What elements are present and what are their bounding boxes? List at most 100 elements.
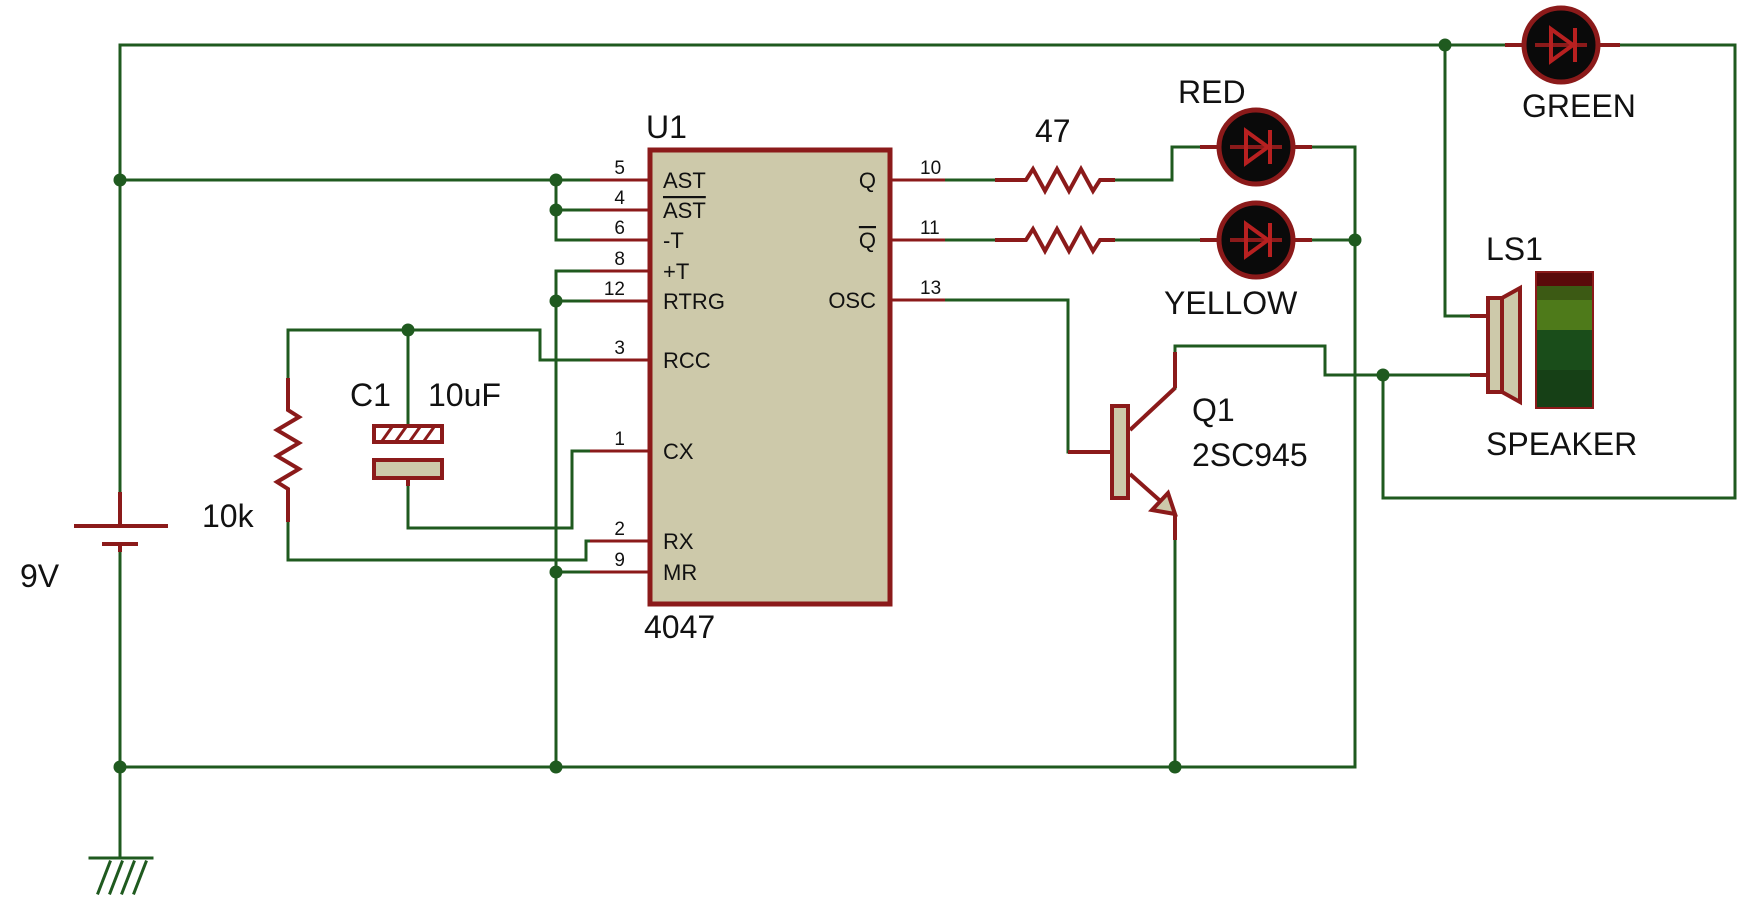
junction-dot — [1348, 233, 1362, 247]
ic-part: 4047 — [644, 609, 715, 645]
speaker-meter-segment — [1536, 286, 1593, 300]
ic-pin-number: 8 — [614, 249, 625, 270]
ic-pin-name: RCC — [663, 348, 711, 373]
ic-pin-number: 5 — [614, 158, 625, 179]
ic-pin-name: AST — [663, 168, 706, 193]
ic-pin-number: 6 — [614, 218, 625, 239]
ground-hatch — [132, 860, 148, 895]
led-triangle — [1549, 25, 1577, 65]
ic-pin-number: 10 — [920, 158, 941, 179]
rcc-wire — [286, 328, 592, 404]
led-red: RED — [1178, 74, 1312, 187]
ic-pin-name: RX — [663, 529, 694, 554]
junction-dot — [1168, 760, 1182, 774]
speaker-ls1: LS1 SPEAKER — [1470, 231, 1637, 462]
ic-pin-name: CX — [663, 439, 694, 464]
capacitor-plate-bottom — [372, 458, 444, 480]
resistor-47-qbar — [995, 224, 1115, 256]
junction-dot — [549, 173, 563, 187]
led-red-label: RED — [1178, 74, 1246, 110]
speaker-ref: LS1 — [1486, 231, 1543, 267]
led-yellow-label: YELLOW — [1164, 285, 1298, 321]
cx-wire — [406, 449, 592, 530]
ic-pin-name: +T — [663, 259, 689, 284]
capacitor-hatch — [422, 426, 436, 442]
ic-pin-name: MR — [663, 560, 697, 585]
resistor-10k-zigzag — [273, 378, 303, 522]
speaker-meter-frame — [1535, 271, 1594, 409]
capacitor-hatch — [394, 426, 408, 442]
ic-pin-number: 9 — [614, 550, 625, 571]
ic-pin-number: 3 — [614, 338, 625, 359]
capacitor-hatch — [408, 426, 422, 442]
ic-pin-name: Q — [859, 168, 876, 193]
ic-pin-number: 12 — [604, 279, 625, 300]
capacitor-hatch — [380, 426, 394, 442]
ast-tie-wire — [554, 178, 592, 242]
transistor-q1: Q1 2SC945 — [1068, 352, 1308, 540]
ic-pin-name: Q — [859, 228, 876, 253]
speaker-meter-segment — [1536, 300, 1593, 330]
transistor-ref: Q1 — [1192, 392, 1235, 428]
junction-dot — [549, 203, 563, 217]
battery-label: 9V — [20, 558, 60, 594]
led-yellow: YELLOW — [1164, 200, 1312, 321]
junction-dot — [1438, 38, 1452, 52]
ic-ref: U1 — [646, 109, 687, 145]
ic-body — [647, 147, 893, 607]
speaker-label: SPEAKER — [1486, 426, 1637, 462]
speaker-supply-wire — [1443, 43, 1472, 318]
speaker-cone — [1500, 284, 1522, 406]
osc-to-base-wire — [943, 298, 1110, 454]
junctions — [113, 38, 1452, 774]
capacitor-ref: C1 — [350, 377, 391, 413]
ic-pin-name: OSC — [828, 288, 876, 313]
battery: 9V — [20, 492, 168, 594]
ic-pin-number: 13 — [920, 278, 941, 299]
rx-wire — [286, 498, 592, 562]
resistors-47: 47 — [995, 113, 1115, 256]
resistor-47-q — [995, 164, 1115, 196]
ic-pin-number: 1 — [614, 429, 625, 450]
speaker-meter-segment — [1536, 272, 1593, 286]
ic-pin-number: 4 — [614, 188, 625, 209]
junction-dot — [549, 760, 563, 774]
ground-column-wire — [554, 269, 592, 769]
collector-wire — [1173, 344, 1472, 390]
ground-hatch — [120, 860, 136, 895]
ground-hatch — [108, 860, 124, 895]
resistor-47-label: 47 — [1035, 113, 1071, 149]
ground-symbol — [88, 856, 154, 895]
top-rail-wire — [118, 43, 1737, 500]
transistor-part: 2SC945 — [1192, 437, 1308, 473]
wires — [118, 43, 1737, 858]
transistor-base-bar — [1110, 404, 1130, 500]
ic-pin-name: -T — [663, 228, 684, 253]
led-triangle — [1244, 220, 1272, 260]
junction-dot — [113, 173, 127, 187]
speaker-level-meter — [1535, 271, 1594, 409]
capacitor-c1: C1 10uF — [350, 377, 501, 486]
speaker-meter-segment — [1536, 370, 1593, 408]
ic-pin-name: AST — [663, 198, 706, 223]
transistor-emitter-arrow — [1147, 489, 1178, 517]
junction-dot — [401, 323, 415, 337]
ic-pin-number: 11 — [920, 218, 940, 239]
led-green: GREEN — [1505, 5, 1636, 124]
speaker-meter-segment — [1536, 330, 1593, 370]
q-to-red-wire — [1113, 145, 1202, 182]
speaker-coil — [1486, 296, 1504, 394]
transistor-collector — [1128, 386, 1177, 432]
bottom-rail-wire — [118, 145, 1357, 769]
led-green-label: GREEN — [1522, 88, 1636, 124]
junction-dot — [1376, 368, 1390, 382]
ground-hatch — [96, 860, 112, 895]
led-triangle — [1244, 127, 1272, 167]
resistor-10k-label: 10k — [202, 498, 255, 534]
ic-pin-number: 2 — [614, 519, 625, 540]
junction-dot — [549, 565, 563, 579]
